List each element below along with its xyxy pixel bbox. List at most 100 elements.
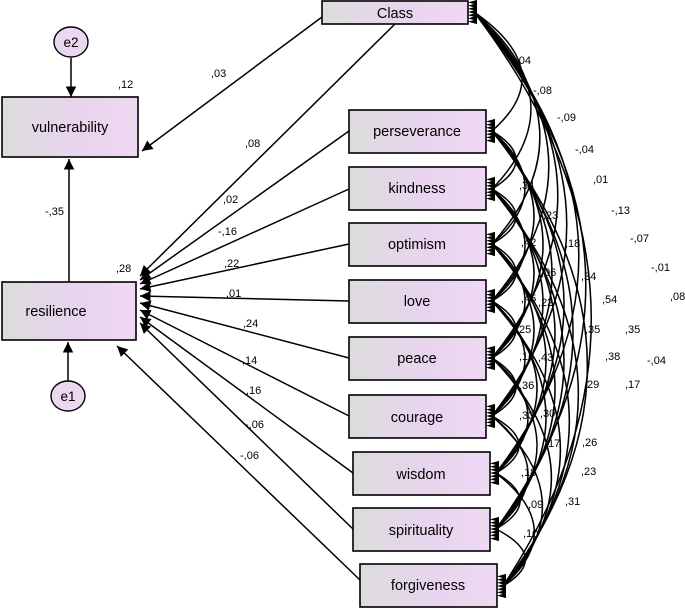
covariance-arc-class-kindness <box>473 11 532 190</box>
covariance-arrowhead <box>486 241 495 247</box>
path-love-to-resilience <box>139 291 350 302</box>
covariance-coefficient: ,10 <box>523 528 538 540</box>
covariance-arrowhead <box>490 470 499 476</box>
covariance-arrowhead <box>486 125 495 131</box>
node-vulnerability: vulnerability <box>1 96 139 158</box>
coef-optimism: ,22 <box>224 258 239 270</box>
covariance-arrowhead <box>490 526 499 532</box>
covariance-arrowhead <box>490 473 499 479</box>
path-perseverance-to-resilience <box>139 130 350 281</box>
node-class: Class <box>321 0 469 25</box>
covariance-arrowhead <box>486 304 495 310</box>
covariance-arrowhead <box>497 577 506 583</box>
covariance-arrowhead <box>486 403 495 409</box>
covariance-coefficient: ,38 <box>605 351 620 363</box>
covariance-coefficient: ,36 <box>519 380 534 392</box>
covariance-arrowhead <box>490 536 499 542</box>
covariance-arrowhead <box>486 423 495 429</box>
node-label: kindness <box>388 181 445 197</box>
covariance-arrowhead <box>468 12 477 18</box>
covariance-coefficient: ,45 <box>521 293 536 305</box>
node-love: love <box>348 279 487 324</box>
covariance-arrowhead <box>486 244 495 250</box>
covariance-arrowhead <box>497 593 506 599</box>
covariance-coefficient: ,34 <box>519 180 534 192</box>
covariance-arrowhead <box>497 589 506 595</box>
covariance-arrowhead <box>486 138 495 144</box>
covariance-arrowhead <box>486 288 495 294</box>
covariance-arrowhead <box>490 532 499 538</box>
covariance-coefficient: ,25 <box>516 324 531 336</box>
covariance-arrowhead <box>486 196 495 202</box>
node-optimism: optimism <box>348 222 487 267</box>
node-label: courage <box>391 410 443 426</box>
node-label: resilience <box>25 304 86 320</box>
covariance-coefficient: ,01 <box>593 174 608 186</box>
node-label: vulnerability <box>32 120 109 136</box>
covariance-arrowhead <box>490 464 499 470</box>
covariance-arrowhead <box>486 308 495 314</box>
node-e1: e1 <box>50 380 86 412</box>
covariance-coefficient: -,13 <box>611 205 630 217</box>
covariance-arc-wisdom-spirituality <box>495 472 521 530</box>
node-label: optimism <box>388 237 446 253</box>
covariance-arrowhead <box>486 345 495 351</box>
covariance-coefficient: -,07 <box>630 233 649 245</box>
covariance-coefficient: ,16 <box>519 351 534 363</box>
node-label: wisdom <box>395 467 445 483</box>
covariance-arrowhead <box>486 419 495 425</box>
coef-class-resilience: ,08 <box>245 138 260 150</box>
covariance-arrowhead <box>486 361 495 367</box>
coef-courage: ,14 <box>242 355 257 367</box>
covariance-arrowhead <box>486 301 495 307</box>
node-label: perseverance <box>373 124 461 140</box>
covariance-coefficient: ,17 <box>625 379 640 391</box>
covariance-coefficient: ,33 <box>519 410 534 422</box>
covariance-arrowhead <box>490 476 499 482</box>
node-label: spirituality <box>389 523 454 539</box>
node-wisdom: wisdom <box>352 451 491 496</box>
covariance-arrowhead <box>486 295 495 301</box>
r2-vulnerability: ,12 <box>118 79 133 91</box>
covariance-arrowhead <box>468 19 477 25</box>
covariance-coefficient: ,31 <box>565 496 580 508</box>
covariance-arrowhead <box>486 192 495 198</box>
covariance-arrowhead <box>486 128 495 134</box>
node-spirituality: spirituality <box>352 507 491 552</box>
coef-peace: ,24 <box>243 318 258 330</box>
covariance-arrowhead <box>468 9 477 15</box>
node-forgiveness: forgiveness <box>359 563 498 608</box>
covariance-arrowhead <box>486 235 495 241</box>
covariance-coefficient: ,42 <box>521 237 536 249</box>
covariance-arc-class-love <box>473 11 550 302</box>
node-courage: courage <box>348 394 487 439</box>
covariance-arrowhead <box>490 460 499 466</box>
r2-resilience: ,28 <box>116 263 131 275</box>
regression-paths <box>62 16 396 581</box>
coef-spirituality: -,06 <box>245 419 264 431</box>
covariance-arrowhead <box>497 583 506 589</box>
covariance-coefficient: ,23 <box>581 466 596 478</box>
covariance-labels: -,04-,08-,09-,04,01-,13-,07-,01,08,34,42… <box>512 55 685 540</box>
covariance-arrowhead <box>486 176 495 182</box>
covariance-coefficient: ,18 <box>521 467 536 479</box>
covariance-arrowhead <box>486 189 495 195</box>
coef-perseverance: ,02 <box>223 194 238 206</box>
covariance-arrowhead <box>468 3 477 9</box>
coef-resilience-vulnerability: -,35 <box>45 206 64 218</box>
covariance-arrowhead <box>468 6 477 12</box>
covariance-coefficient: ,29 <box>584 379 599 391</box>
covariance-coefficient: ,34 <box>581 271 596 283</box>
covariance-arc-perseverance-love <box>491 130 535 302</box>
covariance-arc-optimism-peace <box>491 243 526 359</box>
covariance-arrowhead <box>468 0 477 5</box>
covariance-arrowhead <box>486 410 495 416</box>
covariance-arrowhead <box>486 352 495 358</box>
covariance-coefficient: ,06 <box>541 267 556 279</box>
covariance-arrowhead <box>486 251 495 257</box>
covariance-coefficient: ,08 <box>670 291 685 303</box>
covariance-coefficient: ,54 <box>602 294 617 306</box>
covariance-arrowhead <box>486 247 495 253</box>
covariance-coefficient: ,23 <box>543 210 558 222</box>
